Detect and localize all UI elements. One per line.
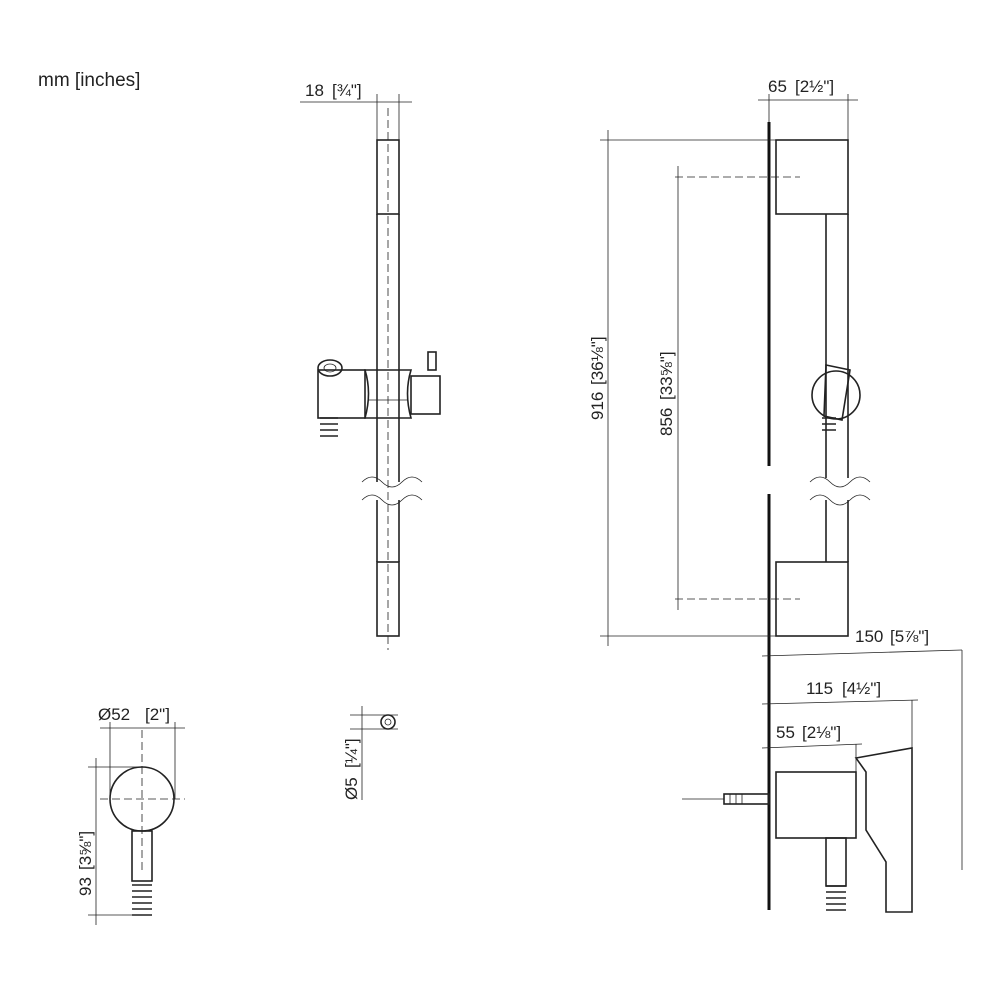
dim-overall-height-in: [36⅛"]	[588, 336, 607, 385]
dim-rosette-height-in: [3⅝"]	[76, 831, 95, 870]
dim-rail-width-in: [¾"]	[332, 81, 362, 100]
pin-detail	[350, 706, 398, 800]
front-view-rosette	[88, 722, 185, 925]
dim-pin-diameter-mm: Ø5	[342, 777, 361, 800]
slider-body	[363, 369, 413, 419]
dim-wall-depth-in: [2½"]	[795, 77, 834, 96]
dim-rosette-diameter-mm: Ø52	[98, 705, 130, 724]
dim-bracket-spacing-in: [33⅝"]	[657, 351, 676, 400]
holder-arm	[317, 369, 366, 419]
dim-rosette-diameter-in: [2"]	[145, 705, 170, 724]
dim-rosette-height-mm: 93	[76, 877, 95, 896]
side-view-elbow	[682, 649, 963, 913]
dim-elbow-projection-mm: 150	[855, 627, 883, 646]
dim-elbow-projection-in: [5⅞"]	[890, 627, 929, 646]
dim-handle-projection-mm: 115	[806, 679, 833, 698]
dim-wall-depth-mm: 65	[768, 77, 787, 96]
dim-body-projection-mm: 55	[776, 723, 795, 742]
dim-bracket-spacing-mm: 856	[657, 408, 676, 436]
front-view-rail	[300, 94, 441, 650]
side-view-rail	[600, 94, 871, 910]
elbow-body	[775, 771, 857, 839]
dim-pin-diameter-in: [¼"]	[342, 738, 361, 768]
dim-body-projection-in: [2⅛"]	[802, 723, 841, 742]
units-label: mm [inches]	[38, 70, 140, 91]
elbow-handle	[854, 747, 913, 913]
dim-rail-width-mm: 18	[305, 81, 324, 100]
dim-handle-projection-in: [4½"]	[842, 679, 881, 698]
dim-overall-height-mm: 916	[588, 392, 607, 420]
